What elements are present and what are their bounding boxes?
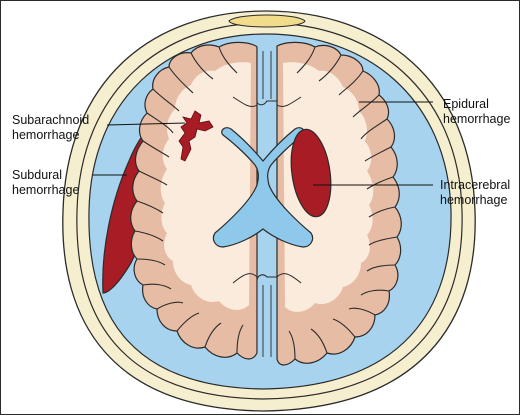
label-epidural-hemorrhage: Epidural hemorrhage bbox=[443, 97, 510, 127]
label-subarachnoid-line1: Subarachnoid bbox=[12, 113, 90, 127]
subarachnoid-hemorrhage bbox=[178, 110, 214, 162]
label-epidural-line1: Epidural bbox=[443, 97, 489, 111]
right-sulci bbox=[288, 46, 398, 360]
label-intracerebral-line2: hemorrhage bbox=[440, 193, 508, 207]
lateral-ventricles bbox=[212, 127, 314, 248]
label-subarachnoid-hemorrhage: Subarachnoid hemorrhage bbox=[12, 113, 89, 143]
label-intracerebral-hemorrhage: Intracerebral hemorrhage bbox=[440, 178, 510, 208]
label-epidural-line2: hemorrhage bbox=[443, 112, 511, 126]
longitudinal-fissure-posterior bbox=[256, 274, 278, 359]
label-subarachnoid-line2: hemorrhage bbox=[12, 128, 80, 142]
longitudinal-fissure-anterior bbox=[256, 47, 278, 106]
label-intracerebral-line1: Intracerebral bbox=[440, 178, 511, 192]
leader-lines bbox=[93, 101, 433, 186]
skull-marrow bbox=[228, 14, 306, 28]
left-sulci bbox=[134, 46, 244, 354]
label-subdural-line1: Subdural bbox=[12, 168, 63, 182]
intracerebral-hemorrhage bbox=[290, 128, 332, 218]
label-subdural-hemorrhage: Subdural hemorrhage bbox=[12, 168, 79, 198]
label-subdural-line2: hemorrhage bbox=[12, 183, 80, 197]
left-white-matter bbox=[160, 62, 251, 310]
